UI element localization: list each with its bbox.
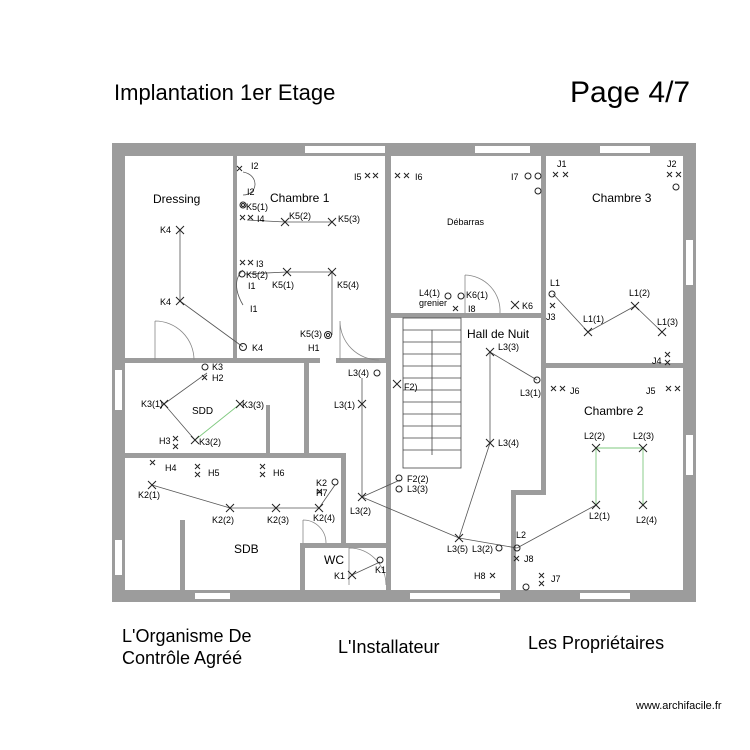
website-credit: www.archifacile.fr: [636, 700, 722, 712]
label-L2: L2: [516, 530, 526, 540]
label-I3: I3: [256, 259, 264, 269]
signature-installateur: L'Installateur: [338, 637, 440, 657]
label-K52b: K5(2): [246, 270, 268, 280]
doors: [154, 274, 501, 586]
symbol-labels: I2 I2 K5(1) I4 K5(2) K5(3) I3 K5(2) I1 K…: [138, 159, 678, 584]
label-H3: H3: [159, 436, 171, 446]
label-K3: K3: [212, 362, 223, 372]
label-H5: H5: [208, 468, 220, 478]
label-I7: I7: [511, 172, 519, 182]
room-chambre1: Chambre 1: [270, 191, 330, 205]
label-K21: K2(1): [138, 490, 160, 500]
label-L35: L3(5): [447, 544, 468, 554]
label-K51: K5(1): [246, 202, 268, 212]
room-debarras: Débarras: [447, 217, 485, 227]
label-K23: K2(3): [267, 515, 289, 525]
label-L34b: L3(4): [498, 438, 519, 448]
label-L34: L3(4): [348, 368, 369, 378]
staircase: [402, 317, 462, 469]
label-K32: K3(2): [199, 437, 221, 447]
signature-proprietaires: Les Propriétaires: [528, 633, 665, 653]
label-K54: K5(4): [337, 280, 359, 290]
label-J3: J3: [546, 312, 556, 322]
label-K52a: K5(2): [289, 211, 311, 221]
label-H4: H4: [165, 463, 177, 473]
plan-title: Implantation 1er Etage: [114, 80, 336, 105]
label-L31: L3(1): [334, 400, 355, 410]
label-K2: K2: [316, 478, 327, 488]
label-K4a: K4: [160, 225, 171, 235]
label-J1: J1: [557, 159, 567, 169]
label-L12: L1(2): [629, 288, 650, 298]
label-K1b: K1: [375, 565, 386, 575]
label-L24: L2(4): [636, 515, 657, 525]
label-L32b: L3(2): [472, 544, 493, 554]
label-H7: H7: [316, 488, 328, 498]
label-K24: K2(4): [313, 513, 335, 523]
label-K61: K6(1): [466, 290, 488, 300]
label-I4: I4: [257, 214, 265, 224]
room-dressing: Dressing: [153, 192, 200, 206]
label-K31: K3(1): [141, 399, 163, 409]
label-L33: L3(3): [498, 342, 519, 352]
label-I1a: I1: [248, 281, 256, 291]
label-L31b: L3(1): [520, 388, 541, 398]
label-H1: H1: [308, 343, 320, 353]
label-J5: J5: [646, 386, 656, 396]
label-L41: L4(1): [419, 288, 440, 298]
label-F22: F2(2): [407, 474, 429, 484]
signature-organisme: L'Organisme De Contrôle Agréé: [122, 626, 252, 668]
label-K1a: K1: [334, 571, 345, 581]
label-I2b: I2: [247, 187, 255, 197]
electrical-symbols: [147, 165, 682, 591]
label-L21: L2(1): [589, 511, 610, 521]
label-H6: H6: [273, 468, 285, 478]
label-K22: K2(2): [212, 515, 234, 525]
label-F2: F2): [404, 382, 418, 392]
room-chambre3: Chambre 3: [592, 191, 652, 205]
label-I5: I5: [354, 172, 362, 182]
room-sdd: SDD: [192, 406, 213, 417]
label-L32: L3(2): [350, 506, 371, 516]
room-hall: Hall de Nuit: [467, 327, 530, 341]
label-I8: I8: [468, 304, 476, 314]
label-L23: L2(3): [633, 431, 654, 441]
label-L11: L1(1): [583, 314, 604, 324]
label-H2: H2: [212, 373, 224, 383]
label-K4b: K4: [160, 297, 171, 307]
label-K53a: K5(3): [338, 214, 360, 224]
page-number: Page 4/7: [570, 76, 691, 109]
room-wc: WC: [324, 553, 344, 567]
label-J7: J7: [551, 574, 561, 584]
walls: [112, 143, 696, 602]
label-J6: J6: [570, 386, 580, 396]
label-J4: J4: [652, 356, 662, 366]
label-L13: L1(3): [657, 317, 678, 327]
label-I6: I6: [415, 172, 423, 182]
room-chambre2: Chambre 2: [584, 404, 644, 418]
label-K6: K6: [522, 301, 533, 311]
label-H8: H8: [474, 571, 486, 581]
label-L22: L2(2): [584, 431, 605, 441]
label-K51b: K5(1): [272, 280, 294, 290]
label-L33b: L3(3): [407, 484, 428, 494]
label-L1: L1: [550, 278, 560, 288]
label-K4c: K4: [252, 343, 263, 353]
label-J8: J8: [524, 554, 534, 564]
room-labels: Dressing Chambre 1 Débarras Chambre 3 Ha…: [153, 191, 652, 567]
label-K53b: K5(3): [300, 329, 322, 339]
room-grenier: grenier: [419, 298, 447, 308]
label-J2: J2: [667, 159, 677, 169]
label-K33: K3(3): [242, 400, 264, 410]
label-I1b: I1: [250, 304, 258, 314]
room-sdb: SDB: [234, 542, 259, 556]
label-I2a: I2: [251, 161, 259, 171]
